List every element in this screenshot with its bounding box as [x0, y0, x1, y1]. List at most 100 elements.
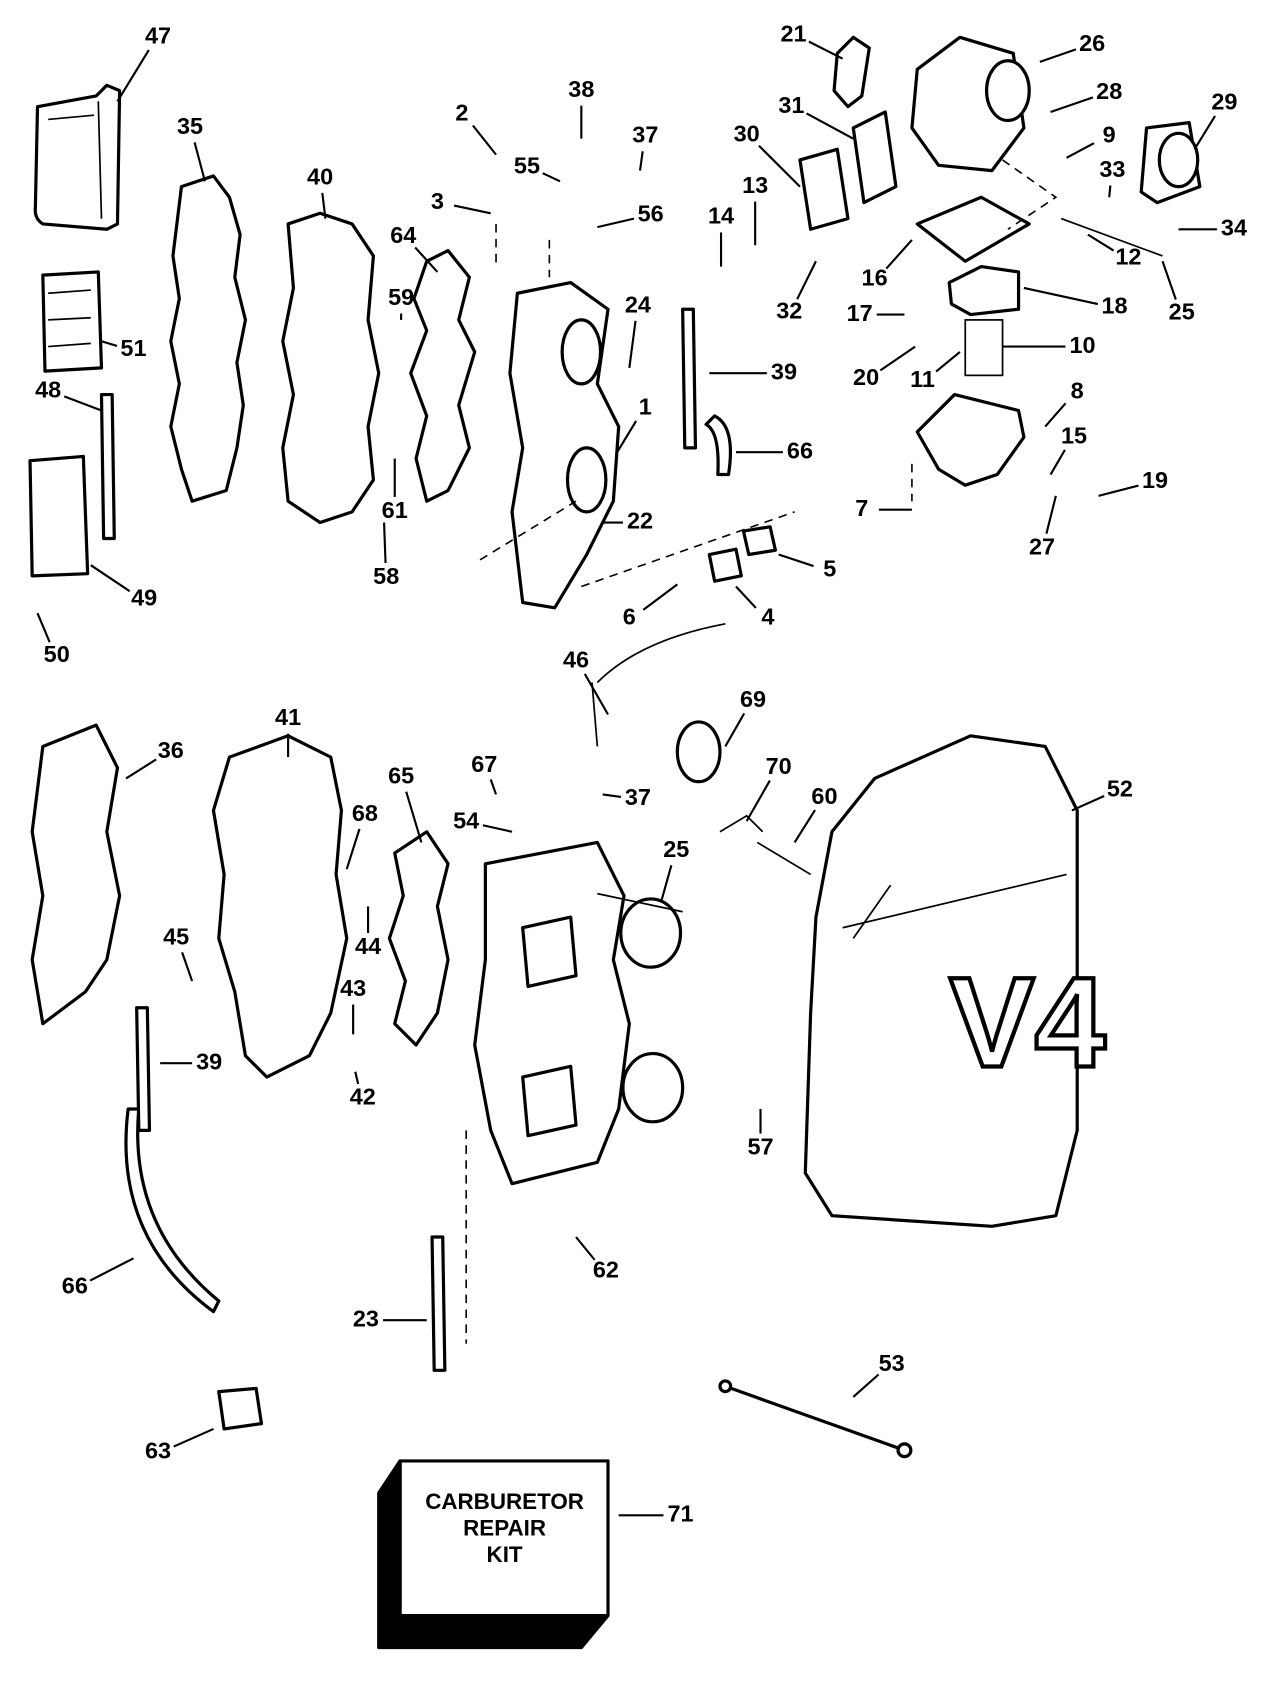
leader-line-25 — [1161, 260, 1177, 300]
leader-line-24 — [628, 320, 637, 369]
callout-56: 56 — [638, 201, 664, 227]
callout-44: 44 — [355, 933, 381, 959]
clip-63 — [217, 1386, 264, 1431]
callout-13: 13 — [742, 172, 768, 198]
intake-manifold-41 — [211, 734, 349, 1079]
leader-line-37 — [638, 151, 644, 171]
callout-8: 8 — [1071, 378, 1084, 404]
callout-49: 49 — [131, 585, 157, 611]
callout-14: 14 — [708, 203, 734, 229]
leader-line-67 — [489, 779, 498, 795]
callout-39: 39 — [771, 358, 797, 384]
leader-line-20 — [879, 345, 916, 372]
leader-line-63 — [173, 1427, 214, 1448]
leader-line-2 — [472, 124, 497, 156]
callout-23: 23 — [353, 1305, 379, 1331]
callout-54: 54 — [453, 807, 479, 833]
callout-50: 50 — [44, 641, 70, 667]
cover-badge: V4 — [949, 951, 1106, 1094]
callout-68: 68 — [352, 800, 378, 826]
plates-4-5 — [591, 525, 778, 747]
leader-line-58 — [383, 522, 387, 564]
float-bowl-8 — [911, 392, 1026, 502]
gasket-65 — [387, 830, 450, 1047]
intake-manifold-40 — [281, 211, 381, 525]
leader-line-60 — [793, 809, 816, 844]
gasket-35 — [169, 174, 248, 503]
leader-line-18 — [1023, 286, 1099, 306]
throttle-body-28 — [798, 35, 1202, 377]
callout-25: 25 — [663, 836, 689, 862]
callout-27: 27 — [1029, 533, 1055, 559]
callout-66: 66 — [787, 437, 813, 463]
callout-69: 69 — [740, 686, 766, 712]
kit-label-line3: KIT — [487, 1542, 523, 1567]
callout-30: 30 — [734, 121, 760, 147]
leader-line-56 — [597, 217, 635, 229]
callout-71: 71 — [667, 1501, 693, 1527]
callout-17: 17 — [847, 300, 873, 326]
callout-58: 58 — [373, 563, 399, 589]
leader-line-37 — [602, 793, 622, 798]
callout-41: 41 — [275, 704, 301, 730]
leader-line-28 — [1050, 96, 1094, 113]
callout-37: 37 — [632, 122, 658, 148]
callout-34: 34 — [1221, 214, 1247, 240]
leader-line-54 — [482, 824, 513, 833]
callout-43: 43 — [340, 975, 366, 1001]
leader-line-45 — [181, 952, 194, 982]
callout-18: 18 — [1101, 292, 1127, 318]
callout-16: 16 — [862, 265, 888, 291]
leader-line-70 — [745, 780, 771, 822]
callout-1: 1 — [639, 394, 652, 420]
silencer-cover-52: V4 — [803, 734, 1108, 1228]
callout-33: 33 — [1099, 156, 1125, 182]
callout-19: 19 — [1142, 467, 1168, 493]
callout-9: 9 — [1103, 122, 1116, 148]
callout-59: 59 — [388, 284, 414, 310]
callout-22: 22 — [627, 508, 653, 534]
leader-line-32 — [796, 260, 817, 300]
fitting-39 — [135, 1006, 152, 1132]
reed-block-51 — [41, 270, 104, 373]
leader-line-55 — [542, 172, 561, 183]
leader-line-65 — [405, 791, 423, 843]
leader-line-30 — [758, 145, 801, 188]
leader-line-51 — [101, 340, 118, 347]
gasket-64 — [409, 248, 477, 503]
tube-66 — [124, 1107, 221, 1314]
callout-66: 66 — [62, 1272, 88, 1298]
callout-3: 3 — [431, 188, 444, 214]
callout-29: 29 — [1211, 89, 1237, 115]
callout-53: 53 — [879, 1350, 905, 1376]
reed-plate-48-49 — [28, 392, 116, 578]
leader-line-12 — [1087, 233, 1115, 252]
leader-line-49 — [90, 564, 131, 593]
callout-40: 40 — [307, 163, 333, 189]
callout-39: 39 — [196, 1048, 222, 1074]
leader-line-64 — [414, 246, 439, 273]
callout-21: 21 — [781, 20, 807, 46]
callout-15: 15 — [1061, 422, 1087, 448]
leader-line-25 — [660, 864, 673, 902]
callout-25: 25 — [1169, 299, 1195, 325]
leader-line-4 — [735, 585, 757, 609]
callout-32: 32 — [776, 298, 802, 324]
leader-line-9 — [1066, 142, 1095, 159]
leader-line-53 — [852, 1373, 880, 1398]
callout-55: 55 — [514, 153, 540, 179]
leader-line-8 — [1044, 402, 1067, 428]
leader-line-11 — [935, 351, 961, 373]
callout-37: 37 — [625, 784, 651, 810]
leader-line-36 — [125, 758, 157, 780]
callout-62: 62 — [593, 1256, 619, 1282]
carburetor-1 — [479, 223, 795, 610]
leader-line-26 — [1039, 48, 1077, 63]
fitting-39-66 — [681, 307, 733, 477]
callout-10: 10 — [1069, 332, 1095, 358]
leader-line-68 — [345, 828, 361, 870]
callout-28: 28 — [1096, 78, 1122, 104]
callout-52: 52 — [1107, 775, 1133, 801]
callout-63: 63 — [145, 1438, 171, 1464]
leader-line-46 — [583, 673, 609, 715]
